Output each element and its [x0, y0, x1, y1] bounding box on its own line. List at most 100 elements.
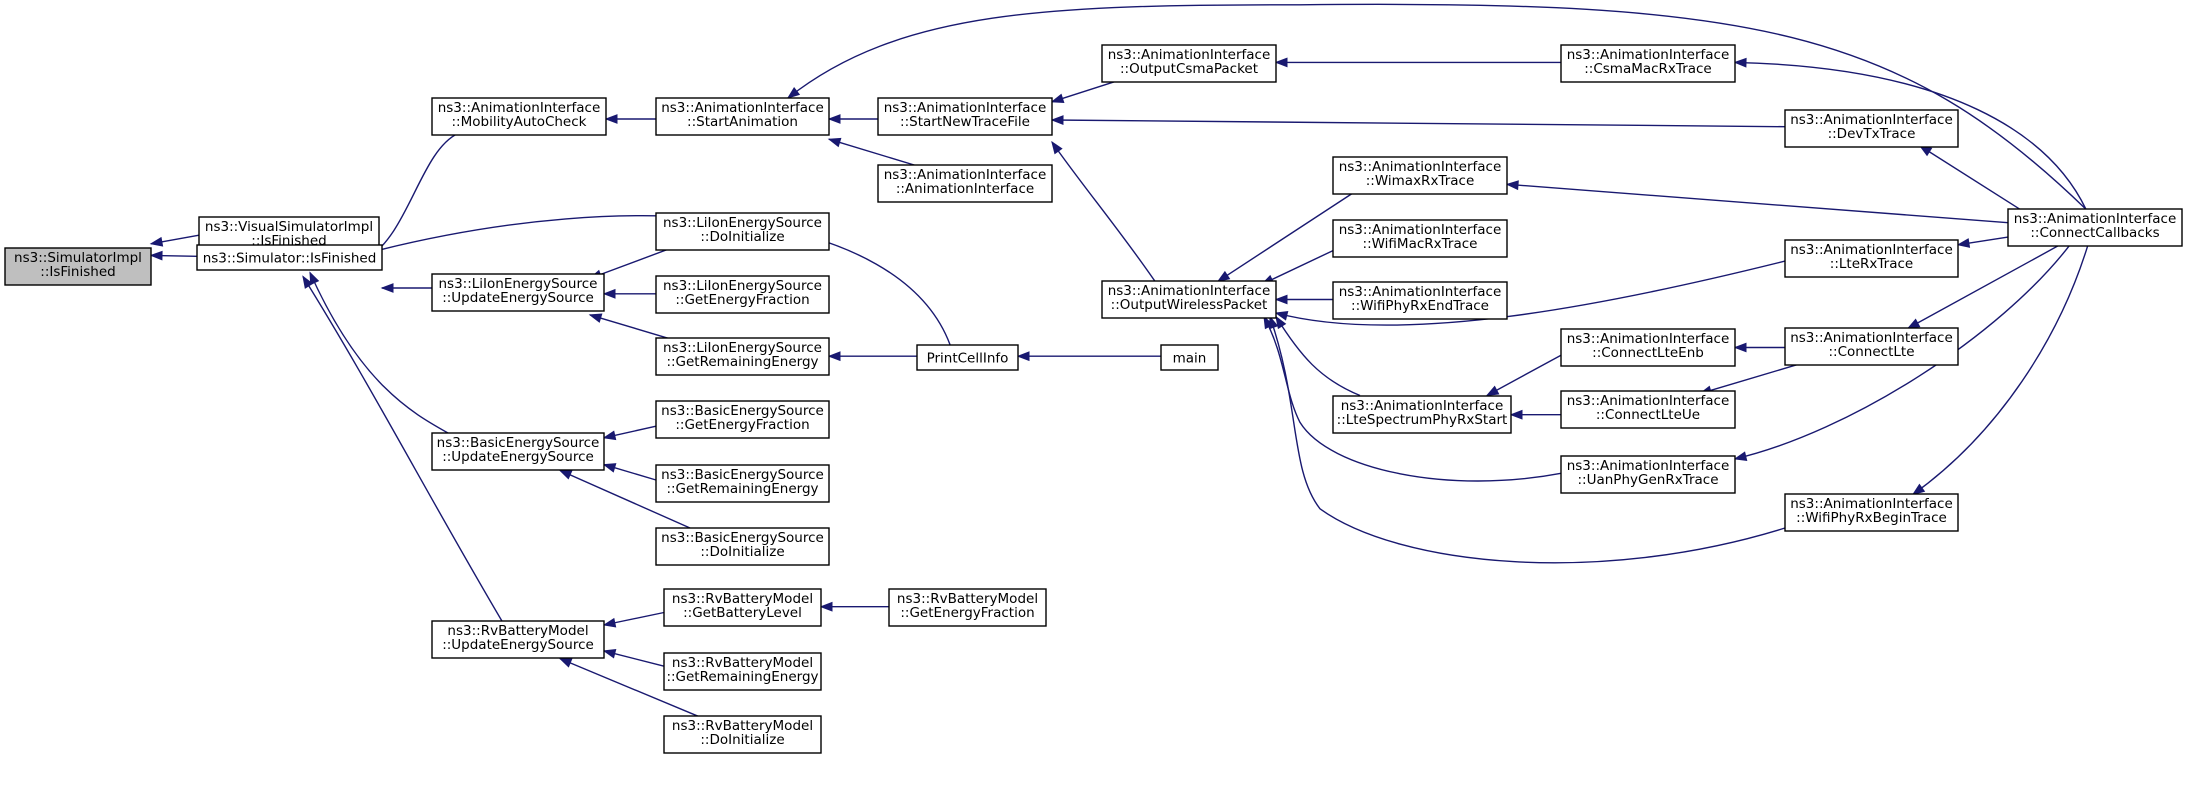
- node-label: ns3::AnimationInterface: [1341, 398, 1504, 414]
- node-label: ns3::BasicEnergySource: [661, 530, 824, 546]
- call-edge: [558, 657, 699, 717]
- node-label: ::GetEnergyFraction: [675, 417, 809, 433]
- node-box: [655, 337, 830, 376]
- node-label: ns3::AnimationInterface: [1567, 393, 1730, 409]
- arrow-head-icon: [302, 275, 314, 289]
- node-liion-update[interactable]: ns3::LiIonEnergySource::UpdateEnergySour…: [431, 273, 605, 312]
- node-basic-get-frac[interactable]: ns3::BasicEnergySource::GetEnergyFractio…: [655, 400, 830, 439]
- arrow-head-icon: [558, 469, 573, 480]
- call-edge: [827, 137, 925, 169]
- call-edge: [602, 288, 656, 299]
- call-edge: [1698, 363, 1801, 396]
- node-lte-rx-trace[interactable]: ns3::AnimationInterface::LteRxTrace: [1784, 239, 1959, 278]
- call-edge: [827, 114, 878, 124]
- node-output-wireless-packet[interactable]: ns3::AnimationInterface::OutputWirelessP…: [1101, 280, 1277, 319]
- node-wifi-mac-rx-trace[interactable]: ns3::AnimationInterface::WifiMacRxTrace: [1332, 219, 1508, 258]
- node-rv-get-battery-level[interactable]: ns3::RvBatteryModel::GetBatteryLevel: [663, 588, 822, 627]
- arrow-head-icon: [1956, 238, 1971, 248]
- node-rv-update[interactable]: ns3::RvBatteryModel::UpdateEnergySource: [431, 620, 605, 659]
- node-liion-get-frac[interactable]: ns3::LiIonEnergySource::GetEnergyFractio…: [655, 275, 830, 314]
- node-csma-mac-rx-trace[interactable]: ns3::AnimationInterface::CsmaMacRxTrace: [1560, 44, 1736, 83]
- node-lte-spectrum-phy-rx-start[interactable]: ns3::AnimationInterface::LteSpectrumPhyR…: [1332, 395, 1512, 434]
- node-label: main: [1173, 351, 1207, 367]
- node-basic-update[interactable]: ns3::BasicEnergySource::UpdateEnergySour…: [431, 432, 605, 471]
- node-wifi-phy-rx-end-trace[interactable]: ns3::AnimationInterface::WifiPhyRxEndTra…: [1332, 281, 1508, 320]
- node-rv-do-init[interactable]: ns3::RvBatteryModel::DoInitialize: [663, 715, 822, 754]
- arrow-head-icon: [1733, 57, 1747, 68]
- node-box: [1332, 281, 1508, 320]
- node-wimax-rx-trace[interactable]: ns3::AnimationInterface::WimaxRxTrace: [1332, 156, 1508, 195]
- node-label: ns3::AnimationInterface: [1567, 47, 1730, 63]
- node-start-animation[interactable]: ns3::AnimationInterface::StartAnimation: [655, 97, 830, 136]
- node-box: [655, 400, 830, 439]
- node-liion-do-init[interactable]: ns3::LiIonEnergySource::DoInitialize: [655, 212, 830, 251]
- node-wifi-phy-rx-begin-trace[interactable]: ns3::AnimationInterface::WifiPhyRxBeginT…: [1784, 493, 1959, 532]
- node-box: [877, 164, 1053, 203]
- node-anim-iface-ctor[interactable]: ns3::AnimationInterface::AnimationInterf…: [877, 164, 1053, 203]
- node-label: ::CsmaMacRxTrace: [1584, 61, 1712, 77]
- arrow-head-icon: [1505, 180, 1519, 191]
- node-basic-do-init[interactable]: ns3::BasicEnergySource::DoInitialize: [655, 527, 830, 566]
- node-basic-get-rem[interactable]: ns3::BasicEnergySource::GetRemainingEner…: [655, 464, 830, 503]
- node-label: ns3::AnimationInterface: [2014, 211, 2177, 227]
- node-label: ns3::AnimationInterface: [1790, 112, 1953, 128]
- node-rv-get-frac[interactable]: ns3::RvBatteryModel::GetEnergyFraction: [888, 588, 1047, 627]
- node-connect-callbacks[interactable]: ns3::AnimationInterface::ConnectCallback…: [2007, 208, 2183, 247]
- arrow-head-icon: [1906, 318, 1921, 329]
- node-label: ::OutputCsmaPacket: [1120, 61, 1258, 77]
- node-uan-phy-gen-rx-trace[interactable]: ns3::AnimationInterface::UanPhyGenRxTrac…: [1560, 455, 1736, 494]
- call-edge: [602, 425, 657, 441]
- node-label: ns3::SimulatorImpl: [14, 250, 142, 266]
- node-box: [1784, 493, 1959, 532]
- node-box: [655, 97, 830, 136]
- arrow-head-icon: [1911, 483, 1926, 496]
- node-label: ::DoInitialize: [700, 229, 784, 245]
- node-box: [1101, 280, 1277, 319]
- node-box: [1332, 395, 1512, 434]
- node-label: ::WimaxRxTrace: [1366, 173, 1475, 189]
- node-main[interactable]: main: [1160, 344, 1219, 371]
- node-liion-get-rem[interactable]: ns3::LiIonEnergySource::GetRemainingEner…: [655, 337, 830, 376]
- node-simulator-is-finished[interactable]: ns3::Simulator::IsFinished: [196, 244, 383, 271]
- node-sim-impl-is-finished[interactable]: ns3::SimulatorImpl::IsFinished: [4, 247, 152, 286]
- node-label: ns3::AnimationInterface: [1567, 331, 1730, 347]
- arrow-head-icon: [1509, 409, 1523, 420]
- node-label: ns3::LiIonEnergySource: [439, 276, 598, 292]
- call-edge: [1733, 57, 2087, 210]
- node-box: [431, 432, 605, 471]
- node-connect-lte-enb[interactable]: ns3::AnimationInterface::ConnectLteEnb: [1560, 328, 1736, 367]
- node-label: ns3::AnimationInterface: [1567, 458, 1730, 474]
- node-box: [4, 247, 152, 286]
- call-edge: [602, 463, 657, 481]
- node-mobility-auto-check[interactable]: ns3::AnimationInterface::MobilityAutoChe…: [431, 97, 607, 136]
- call-edge: [364, 132, 459, 260]
- node-rv-get-rem[interactable]: ns3::RvBatteryModel::GetRemainingEnergy: [663, 652, 822, 691]
- node-label: ::DevTxTrace: [1828, 126, 1916, 142]
- node-label: ::LteRxTrace: [1830, 256, 1913, 272]
- node-connect-lte-ue[interactable]: ns3::AnimationInterface::ConnectLteUe: [1560, 390, 1736, 429]
- node-label: ns3::AnimationInterface: [1790, 330, 1953, 346]
- node-box: [431, 620, 605, 659]
- node-box: [663, 715, 822, 754]
- node-label: ns3::BasicEnergySource: [661, 467, 824, 483]
- node-box: [1560, 44, 1736, 83]
- node-box: [1332, 219, 1508, 258]
- node-label: ns3::Simulator::IsFinished: [203, 251, 377, 267]
- arrow-head-icon: [602, 617, 617, 628]
- node-start-new-trace-file[interactable]: ns3::AnimationInterface::StartNewTraceFi…: [877, 97, 1053, 136]
- call-edge: [1485, 354, 1562, 397]
- node-label: ns3::RvBatteryModel: [447, 623, 588, 639]
- node-label: ns3::AnimationInterface: [1339, 159, 1502, 175]
- call-edge: [1269, 315, 1786, 564]
- arrow-head-icon: [602, 288, 616, 299]
- node-connect-lte[interactable]: ns3::AnimationInterface::ConnectLte: [1784, 327, 1959, 366]
- node-label: ::GetEnergyFraction: [900, 605, 1034, 621]
- node-box: [1332, 156, 1508, 195]
- node-print-cell-info[interactable]: PrintCellInfo: [916, 344, 1019, 371]
- node-output-csma-packet[interactable]: ns3::AnimationInterface::OutputCsmaPacke…: [1101, 44, 1277, 83]
- node-box: [663, 588, 822, 627]
- node-label: ::WifiPhyRxBeginTrace: [1796, 510, 1947, 526]
- node-dev-tx-trace[interactable]: ns3::AnimationInterface::DevTxTrace: [1784, 109, 1959, 148]
- call-edge: [1509, 409, 1561, 420]
- node-box: [431, 273, 605, 312]
